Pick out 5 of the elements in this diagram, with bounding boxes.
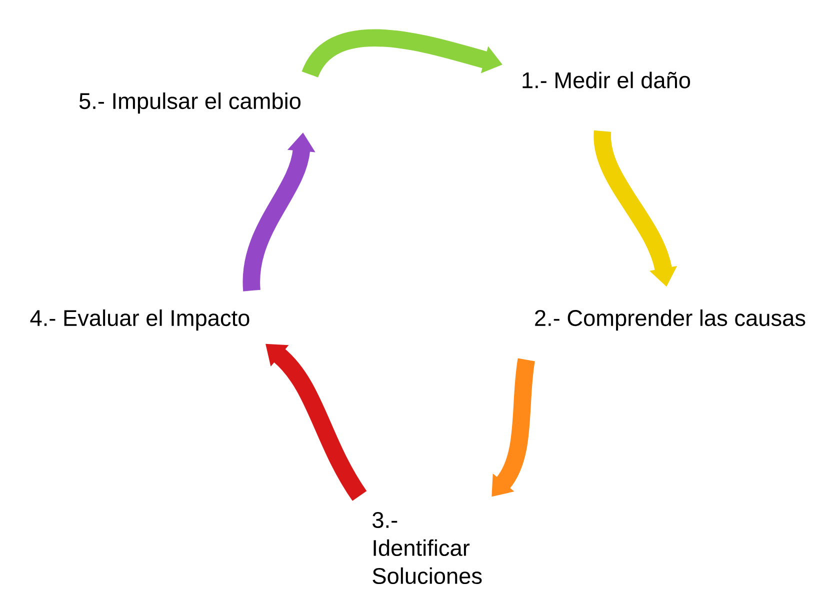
step-label: 1.- Medir el daño xyxy=(522,72,690,88)
step-label: 5.- Impulsar el cambio xyxy=(79,92,300,114)
step-label: 3.- Identificar Soluciones xyxy=(372,512,482,584)
step-label: 2.- Comprender las causas xyxy=(535,309,806,331)
step-label: 4.- Evaluar el Impacto xyxy=(30,309,250,331)
